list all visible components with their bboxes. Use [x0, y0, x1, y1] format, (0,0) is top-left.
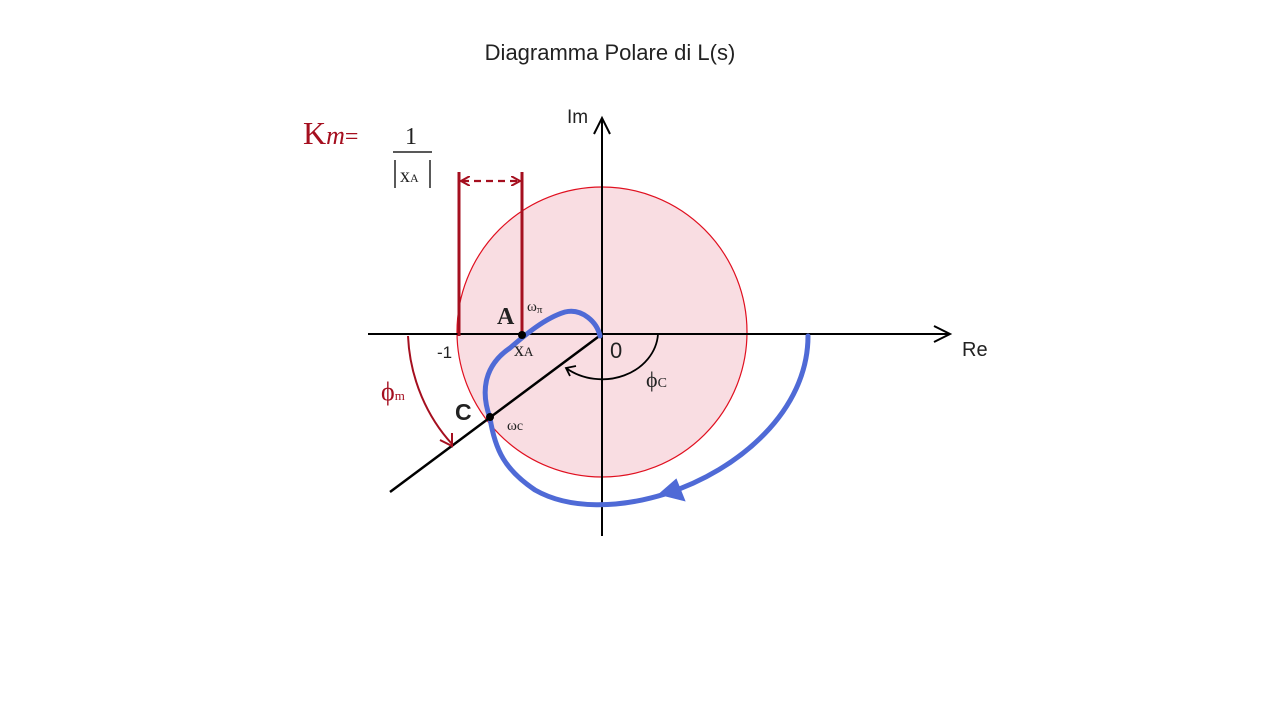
omega-c-label: ωc — [507, 418, 523, 434]
phase-margin-line — [389, 332, 603, 494]
phi-c-arrowhead — [564, 365, 577, 377]
formula-numerator: 1 — [405, 124, 417, 150]
formula-denominator: xA — [400, 165, 419, 187]
phi-c-label: ϕC — [646, 367, 667, 392]
imaginary-axis-arrowhead — [593, 115, 611, 135]
xa-label: xA — [514, 339, 534, 361]
imaginary-axis-label: Im — [567, 107, 588, 128]
phi-m-label: ϕm — [381, 377, 405, 406]
point-a-label: A — [497, 304, 515, 330]
origin-label: 0 — [610, 338, 622, 363]
phi-m-arrowhead — [439, 433, 453, 448]
point-a-marker — [518, 331, 526, 339]
nyquist-direction-arrow — [657, 478, 686, 502]
omega-pi-label: ωπ — [527, 299, 543, 316]
phi-m-arc — [407, 335, 453, 445]
point-c-marker — [486, 413, 494, 421]
phi-c-arc — [565, 333, 659, 381]
point-c-label: C — [455, 399, 472, 425]
formula-lhs: Km= — [303, 115, 358, 151]
real-axis-label: Re — [962, 339, 988, 361]
minus-one-label: -1 — [437, 343, 452, 362]
real-axis-arrowhead — [933, 325, 953, 343]
diagram-title: Diagramma Polare di L(s) — [484, 40, 736, 65]
nyquist-curve — [482, 308, 811, 508]
